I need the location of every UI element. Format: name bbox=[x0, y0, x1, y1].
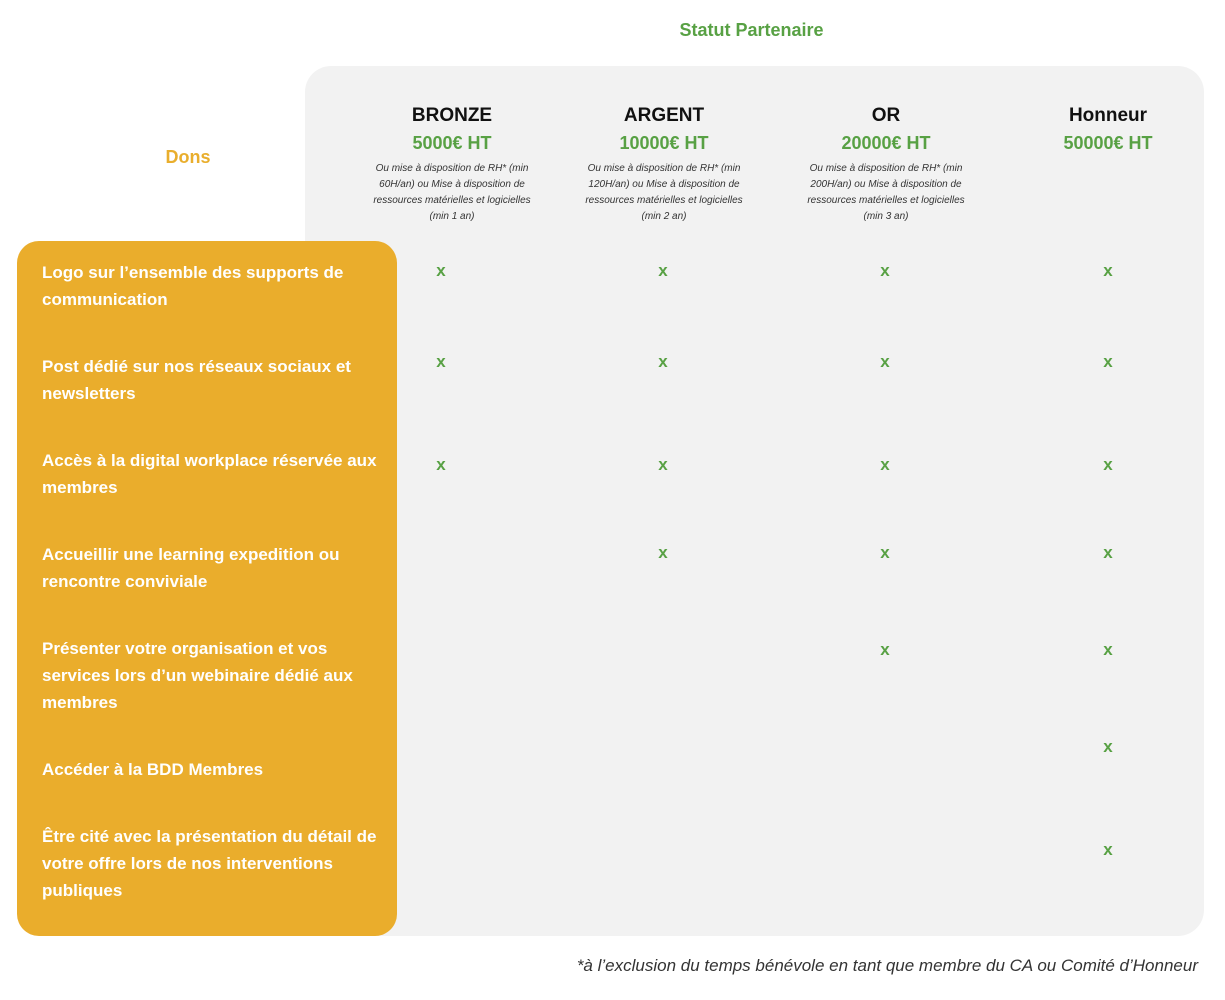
check-mark: x bbox=[880, 261, 890, 280]
benefit-digital-workplace: Accès à la digital workplace réservée au… bbox=[42, 451, 377, 497]
tier-note: Ou mise à disposition de RH* (min 120H/a… bbox=[585, 163, 743, 222]
tier-name: Honneur bbox=[1068, 105, 1148, 126]
check-mark: x bbox=[1103, 737, 1113, 756]
partner-tiers-panel bbox=[305, 66, 1204, 936]
check-mark: x bbox=[1103, 640, 1113, 659]
tier-price: 20000€ HT bbox=[841, 133, 931, 153]
tier-note: Ou mise à disposition de RH* (min 200H/a… bbox=[807, 163, 965, 222]
check-mark: x bbox=[436, 261, 446, 280]
check-mark: x bbox=[880, 543, 890, 562]
tier-header-argent: ARGENT 10000€ HT Ou mise à disposition d… bbox=[554, 105, 774, 225]
tier-name: OR bbox=[871, 105, 901, 126]
benefit-social-post: Post dédié sur nos réseaux sociaux et ne… bbox=[42, 357, 351, 403]
footnote: *à l’exclusion du temps bénévole en tant… bbox=[576, 956, 1198, 975]
page-title: Statut Partenaire bbox=[679, 20, 824, 40]
tier-note: Ou mise à disposition de RH* (min 60H/an… bbox=[373, 163, 531, 222]
check-mark: x bbox=[1103, 261, 1113, 280]
check-mark: x bbox=[658, 543, 668, 562]
tier-header-honneur: Honneur 50000€ HT bbox=[998, 105, 1218, 161]
check-mark: x bbox=[1103, 543, 1113, 562]
check-mark: x bbox=[658, 455, 668, 474]
dons-label: Dons bbox=[165, 147, 211, 167]
benefit-logo: Logo sur l’ensemble des supports de comm… bbox=[42, 263, 344, 309]
benefit-bdd-access: Accéder à la BDD Membres bbox=[42, 760, 264, 779]
check-mark: x bbox=[880, 352, 890, 371]
tier-name: BRONZE bbox=[411, 105, 493, 126]
tier-name: ARGENT bbox=[623, 105, 705, 126]
check-mark: x bbox=[1103, 352, 1113, 371]
check-mark: x bbox=[880, 455, 890, 474]
check-mark: x bbox=[1103, 840, 1113, 859]
check-mark: x bbox=[658, 352, 668, 371]
check-mark: x bbox=[1103, 455, 1113, 474]
check-mark: x bbox=[436, 352, 446, 371]
check-mark: x bbox=[436, 455, 446, 474]
check-mark: x bbox=[880, 640, 890, 659]
benefit-public-mention: Être cité avec la présentation du détail… bbox=[42, 827, 377, 900]
tier-price: 5000€ HT bbox=[412, 133, 492, 153]
tier-header-bronze: BRONZE 5000€ HT Ou mise à disposition de… bbox=[342, 105, 562, 225]
tier-header-or: OR 20000€ HT Ou mise à disposition de RH… bbox=[776, 105, 996, 225]
tier-price: 50000€ HT bbox=[1063, 133, 1153, 153]
check-mark: x bbox=[658, 261, 668, 280]
benefit-learning-expedition: Accueillir une learning expedition ou re… bbox=[42, 545, 340, 591]
tier-price: 10000€ HT bbox=[619, 133, 709, 153]
benefits-panel bbox=[17, 241, 397, 936]
benefit-webinar: Présenter votre organisation et vos serv… bbox=[42, 639, 353, 712]
